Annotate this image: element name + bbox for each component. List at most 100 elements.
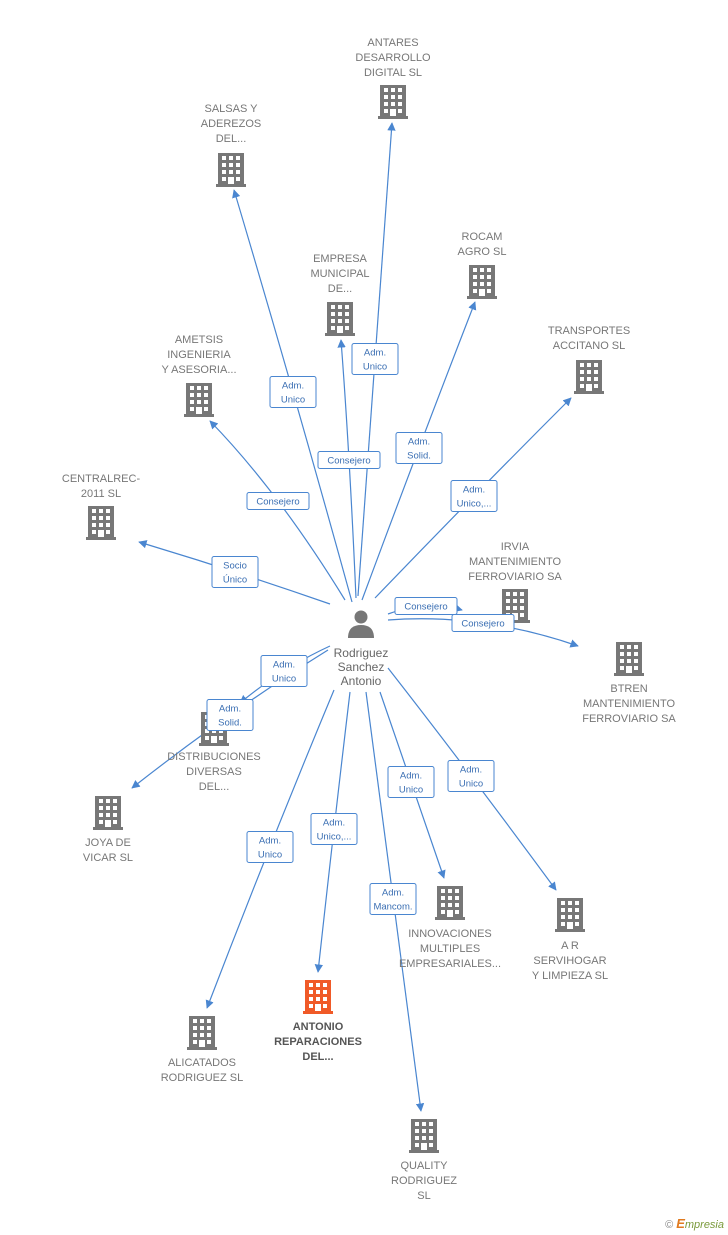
building-icon — [187, 1016, 217, 1050]
role-badge-quality[interactable]: Adm.Mancom. — [369, 883, 417, 915]
company-node-centralrec[interactable]: CENTRALREC- 2011 SL — [62, 473, 141, 540]
role-badge-rocam[interactable]: Adm.Solid. — [395, 432, 443, 464]
role-badge-ametsis[interactable]: Consejero — [246, 492, 310, 510]
badge-box — [310, 813, 358, 845]
badge-text: Unico,... — [317, 832, 352, 843]
company-label: VICAR SL — [83, 852, 133, 864]
role-badge-distribuciones[interactable]: Adm. Unico — [260, 655, 308, 687]
badge-box — [387, 766, 435, 798]
person-name: Rodriguez — [334, 646, 389, 660]
company-label: DESARROLLO — [355, 52, 431, 64]
company-label: 2011 SL — [81, 488, 121, 500]
role-badge-irvia[interactable]: Consejero — [394, 597, 458, 615]
company-node-antonio[interactable]: ANTONIOREPARACIONESDEL... — [274, 980, 362, 1063]
company-label: IRVIA — [501, 541, 530, 553]
badge-text: Unico — [272, 674, 296, 685]
company-label: INGENIERIA — [167, 349, 231, 361]
company-label: DEL... — [302, 1051, 333, 1063]
building-icon — [555, 898, 585, 932]
role-badge-innovaciones[interactable]: Adm. Unico — [387, 766, 435, 798]
company-node-empresa[interactable]: EMPRESAMUNICIPALDE... — [310, 253, 370, 336]
company-label: CENTRALREC- — [62, 473, 141, 485]
badge-text: Unico — [258, 850, 282, 861]
badge-text: Adm. — [273, 660, 295, 671]
badge-text: Solid. — [218, 718, 242, 729]
company-label: INNOVACIONES — [408, 928, 492, 940]
role-badge-salsas[interactable]: Adm.Unico — [269, 376, 317, 408]
company-label: DEL... — [199, 781, 230, 793]
company-label: SALSAS Y — [205, 103, 259, 115]
building-icon — [325, 302, 355, 336]
badge-text: Unico — [399, 785, 423, 796]
building-icon — [378, 85, 408, 119]
company-node-distribuciones[interactable]: DISTRIBUCIONES DIVERSAS DEL... — [167, 712, 261, 793]
badge-text: Adm. — [219, 704, 241, 715]
role-badge-antonio[interactable]: Adm.Unico,... — [310, 813, 358, 845]
building-icon — [409, 1119, 439, 1153]
company-label: EMPRESARIALES... — [399, 958, 501, 970]
badge-text: Consejero — [327, 456, 370, 467]
person-icon — [348, 610, 374, 638]
badge-text: Adm. — [400, 771, 422, 782]
building-icon — [93, 796, 123, 830]
badge-text: Adm. — [364, 348, 386, 359]
badge-text: Unico — [363, 362, 387, 373]
company-node-salsas[interactable]: SALSAS YADEREZOSDEL... — [201, 103, 262, 187]
badge-box — [451, 614, 515, 632]
company-label: MANTENIMIENTO — [583, 698, 676, 710]
company-label: RODRIGUEZ SL — [161, 1072, 244, 1084]
company-label: ROCAM — [462, 231, 503, 243]
company-label: JOYA DE — [85, 837, 131, 849]
badge-text: Unico — [281, 395, 305, 406]
company-label: DISTRIBUCIONES — [167, 751, 261, 763]
company-label: MUNICIPAL — [310, 268, 369, 280]
company-label: BTREN — [610, 683, 647, 695]
building-icon — [303, 980, 333, 1014]
badge-box — [206, 699, 254, 731]
company-label: DEL... — [216, 133, 247, 145]
company-node-alicatados[interactable]: ALICATADOS RODRIGUEZ SL — [161, 1016, 244, 1084]
badge-box — [351, 343, 399, 375]
badge-text: Unico,... — [457, 499, 492, 510]
person-name: Antonio — [341, 674, 382, 688]
role-badge-transportes[interactable]: Adm.Unico,... — [450, 480, 498, 512]
person-name: Sanchez — [338, 660, 385, 674]
role-badge-ar[interactable]: Adm.Unico — [447, 760, 495, 792]
badge-text: Adm. — [408, 437, 430, 448]
role-badge-joya[interactable]: Adm. Solid. — [206, 699, 254, 731]
company-label: TRANSPORTES — [548, 325, 630, 337]
badge-box — [395, 432, 443, 464]
role-badge-empresa[interactable]: Consejero — [317, 451, 381, 469]
copyright-symbol: © — [665, 1219, 674, 1231]
company-label: MULTIPLES — [420, 943, 480, 955]
building-icon — [184, 383, 214, 417]
role-badge-antares[interactable]: Adm. Unico — [351, 343, 399, 375]
company-label: ANTONIO — [293, 1021, 344, 1033]
badge-text: Adm. — [382, 888, 404, 899]
company-label: ALICATADOS — [168, 1057, 236, 1069]
badge-text: Consejero — [256, 497, 299, 508]
badge-box — [450, 480, 498, 512]
badge-box — [246, 492, 310, 510]
company-node-innovaciones[interactable]: INNOVACIONES MULTIPLES EMPRESARIALES... — [399, 886, 501, 970]
role-badge-btren[interactable]: Consejero — [451, 614, 515, 632]
badges-layer: Adm.UnicoAdm.UnicoConsejeroAdm.Solid.Adm… — [206, 343, 515, 915]
role-badge-alicatados[interactable]: Adm.Unico — [246, 831, 294, 863]
company-label: Y LIMPIEZA SL — [532, 970, 608, 982]
company-node-joya[interactable]: JOYA DE VICAR SL — [83, 796, 133, 864]
company-label: DIVERSAS — [186, 766, 242, 778]
company-label: MANTENIMIENTO — [469, 556, 562, 568]
brand-name: mpresia — [684, 1219, 724, 1231]
